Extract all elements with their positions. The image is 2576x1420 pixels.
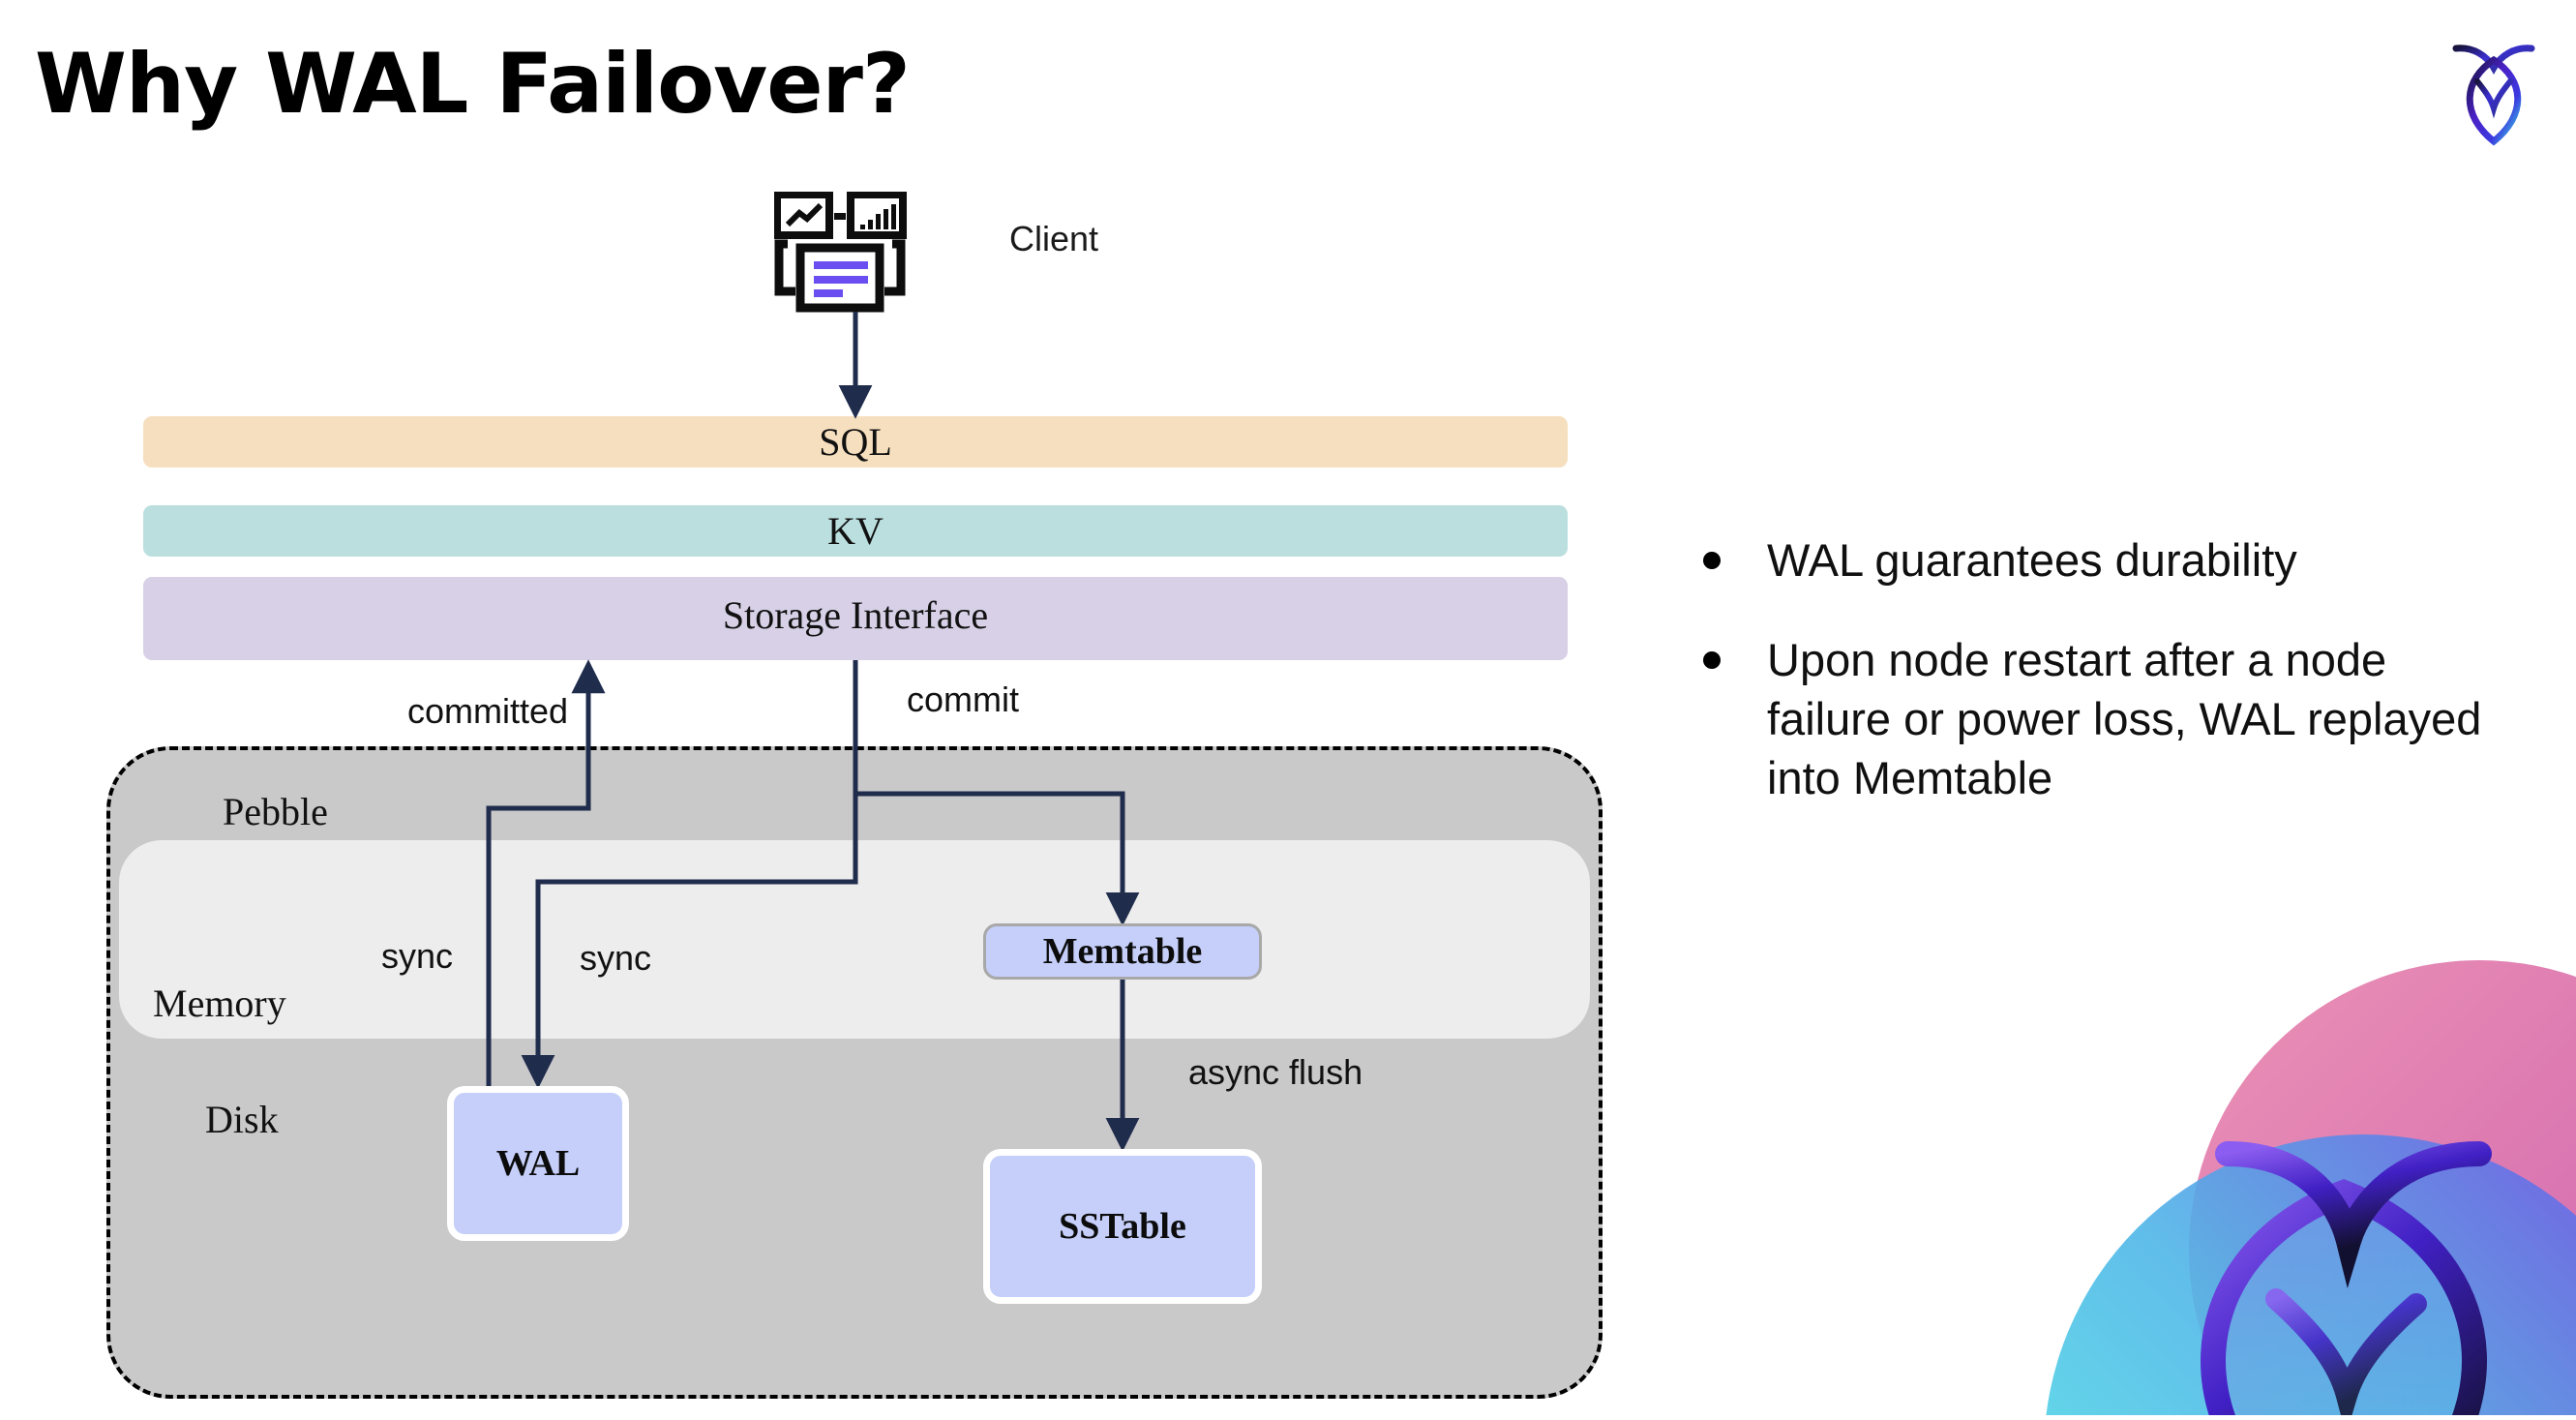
edge-label-async-flush: async flush (1188, 1052, 1363, 1092)
node-sstable-label: SSTable (1059, 1206, 1186, 1247)
layer-bar-sql-label: SQL (819, 420, 892, 464)
disk-label: Disk (205, 1098, 279, 1141)
node-wal: WAL (447, 1086, 629, 1241)
edge-label-sync-wal: sync (580, 938, 652, 978)
layer-bar-storage-interface-label: Storage Interface (722, 592, 989, 637)
node-memtable: Memtable (983, 923, 1262, 980)
layer-bar-storage-interface: Storage Interface (143, 577, 1568, 660)
edge-label-sync-committed: sync (381, 936, 454, 976)
node-wal-label: WAL (495, 1143, 581, 1184)
edge-label-committed: committed (407, 691, 569, 731)
bullet-text: Upon node restart after a node failure o… (1767, 634, 2482, 804)
pebble-label: Pebble (223, 790, 328, 833)
memory-region (119, 840, 1590, 1039)
edge-label-commit: commit (907, 680, 1019, 719)
bullet-list: WAL guarantees durability Upon node rest… (1703, 530, 2516, 848)
cockroach-labs-logo-icon (2431, 21, 2557, 157)
client-dashboard-icon (773, 191, 929, 313)
page-title: Why WAL Failover? (35, 36, 911, 133)
node-memtable-label: Memtable (1042, 931, 1203, 972)
list-item: Upon node restart after a node failure o… (1703, 630, 2516, 807)
node-sstable: SSTable (983, 1149, 1262, 1304)
cockroach-labs-decorative-logo-icon (1937, 912, 2576, 1415)
layer-bar-kv: KV (143, 505, 1568, 557)
layer-bar-sql: SQL (143, 416, 1568, 468)
bullet-dot-icon (1703, 651, 1721, 670)
list-item: WAL guarantees durability (1703, 530, 2516, 589)
bullet-dot-icon (1703, 552, 1721, 569)
layer-bar-kv-label: KV (827, 509, 884, 553)
client-label: Client (1009, 219, 1099, 258)
memory-label: Memory (153, 982, 286, 1025)
bullet-text: WAL guarantees durability (1767, 534, 2297, 586)
